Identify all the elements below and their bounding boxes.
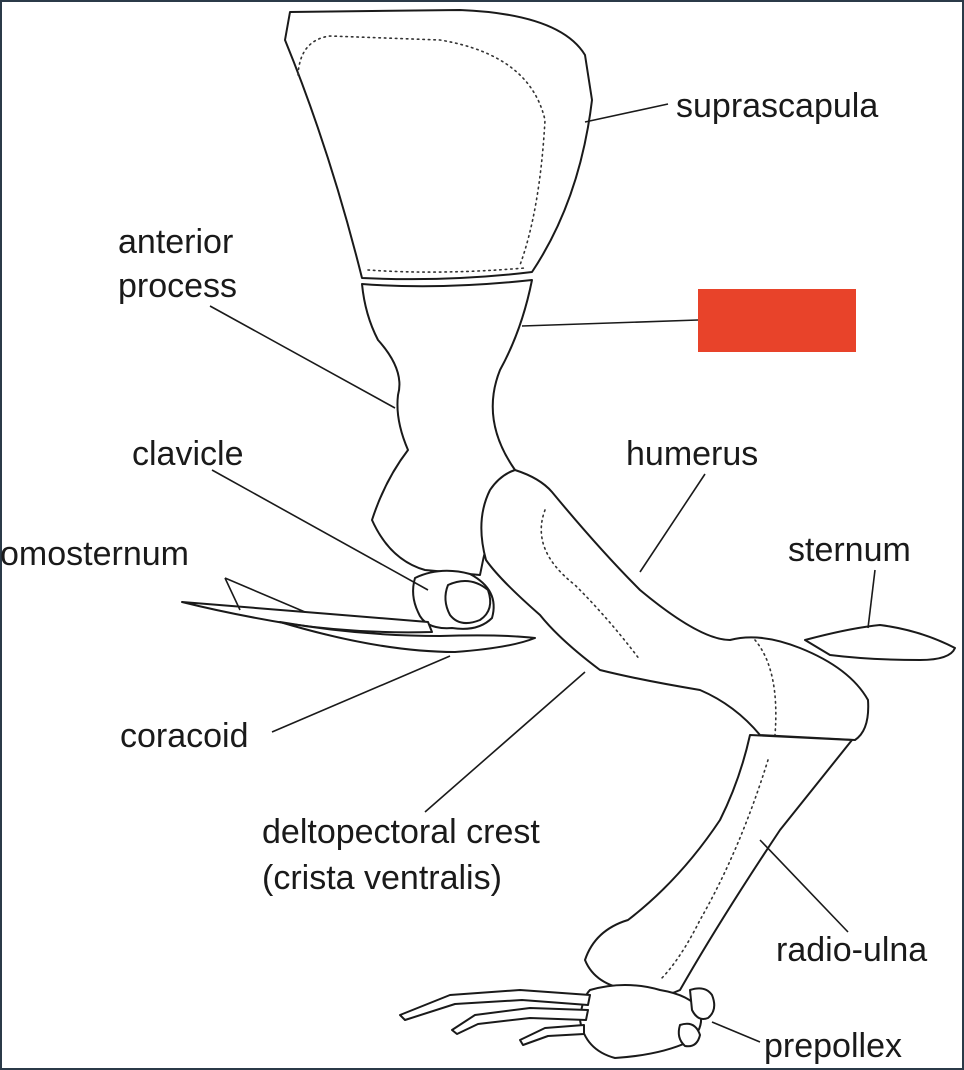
label-deltopectoral-line1: deltopectoral crest — [262, 813, 540, 851]
suprascapula-bone — [284, 9, 593, 281]
humerus-dotted-crest — [540, 509, 641, 661]
label-clavicle: clavicle — [132, 435, 244, 473]
hidden-label-mask — [698, 289, 856, 352]
leader-clavicle — [211, 469, 429, 591]
leader-anterior-process — [209, 305, 396, 409]
leader-deltopectoral — [424, 671, 586, 813]
label-deltopectoral-line2: (crista ventralis) — [262, 859, 502, 897]
label-anterior-process-line1: anterior — [118, 223, 234, 261]
prepollex-bone-2 — [677, 1022, 701, 1048]
radio-ulna-dotted-line — [659, 759, 769, 981]
glenoid-circle — [444, 580, 492, 625]
coracoid-bone — [279, 621, 536, 653]
carpal-bones — [579, 984, 703, 1059]
leader-suprascapula — [584, 103, 669, 123]
label-anterior-process-line2: process — [118, 267, 238, 305]
leader-humerus — [639, 473, 706, 573]
label-sternum: sternum — [788, 531, 911, 569]
leader-radio-ulna — [759, 839, 849, 933]
leader-omosternum-2 — [224, 577, 306, 613]
prepollex-bone — [689, 987, 716, 1020]
label-radio-ulna: radio-ulna — [776, 931, 928, 969]
leader-sternum — [867, 569, 876, 629]
label-prepollex: prepollex — [764, 1027, 902, 1065]
label-coracoid: coracoid — [120, 717, 249, 755]
sternum-bone — [804, 624, 956, 661]
label-suprascapula: suprascapula — [676, 87, 879, 125]
leader-omosternum-1 — [224, 577, 241, 611]
label-humerus: humerus — [626, 435, 759, 473]
leader-prepollex — [711, 1021, 761, 1043]
digit-bone-1 — [399, 989, 591, 1021]
leader-masked-label — [521, 319, 699, 327]
leader-coracoid — [271, 655, 451, 733]
suprascapula-dotted-outline — [297, 35, 546, 273]
omosternum-bone — [181, 601, 433, 634]
digit-bone-2 — [451, 1007, 589, 1035]
digit-bone-3 — [519, 1024, 585, 1046]
humerus-bone — [480, 469, 870, 741]
label-omosternum: omosternum — [0, 535, 189, 573]
